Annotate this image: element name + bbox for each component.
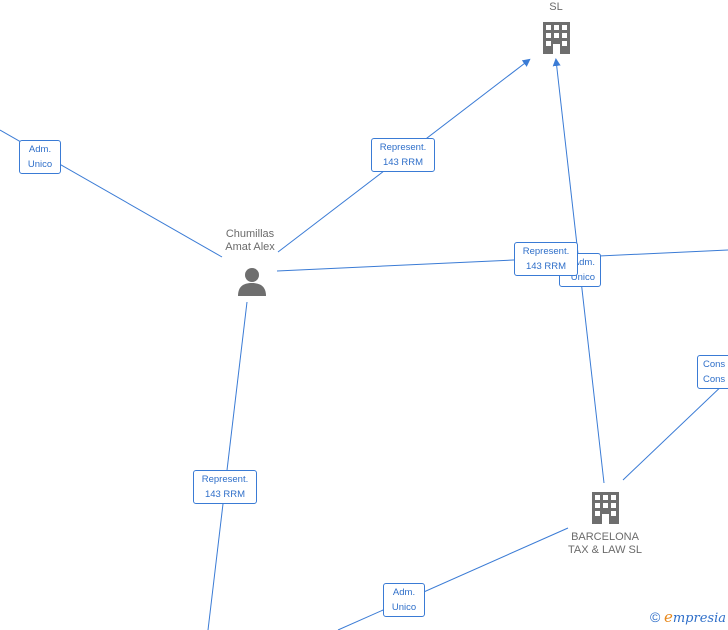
edge-label-line: Unico xyxy=(570,272,595,283)
node-label-company-top[interactable]: SL xyxy=(536,1,576,14)
node-label-company-bcn[interactable]: BARCELONA TAX & LAW SL xyxy=(550,531,660,557)
edge-label-line: Cons xyxy=(703,359,726,370)
edge-label-line: Represent. xyxy=(379,142,427,153)
node-label-line: BARCELONA xyxy=(571,531,639,543)
edge-label-line: Represent. xyxy=(201,474,249,485)
edge-bcn-lower xyxy=(337,527,569,630)
building-icon[interactable] xyxy=(590,490,621,524)
edge-label-represent[interactable]: Represent. 143 RRM xyxy=(371,138,435,172)
brand-logo-letter: e xyxy=(663,608,673,626)
person-icon[interactable] xyxy=(236,266,268,298)
edge-label-represent[interactable]: Represent. 143 RRM xyxy=(193,470,257,504)
edge-label-line: Cons xyxy=(703,374,726,385)
edge-label-represent[interactable]: Represent. 143 RRM xyxy=(514,242,578,276)
edge-label-line: Unico xyxy=(27,159,53,170)
edge-cons-right xyxy=(622,379,728,481)
brand-logo-text: mpresia xyxy=(672,611,726,626)
edge-label-line: Unico xyxy=(391,602,417,613)
edge-label-line: Represent. xyxy=(522,246,570,257)
edge-label-cons[interactable]: Cons Cons xyxy=(697,355,728,389)
building-icon[interactable] xyxy=(541,20,572,54)
edge-person-down xyxy=(207,301,248,630)
node-label-line: TAX & LAW SL xyxy=(568,544,642,556)
node-label-line: Amat Alex xyxy=(225,241,275,253)
edge-person-right xyxy=(276,249,728,272)
edge-label-line: 143 RRM xyxy=(204,489,246,500)
node-label-line: SL xyxy=(549,1,563,13)
edge-label-line: Adm. xyxy=(28,144,52,155)
edge-label-line: Adm. xyxy=(572,257,595,268)
brand-watermark: © empresia xyxy=(650,608,726,626)
edge-label-adm-unico[interactable]: Adm. Unico xyxy=(19,140,61,174)
copyright-symbol: © xyxy=(650,609,661,625)
node-label-line: Chumillas xyxy=(225,228,275,240)
node-label-person[interactable]: Chumillas Amat Alex xyxy=(205,228,295,254)
edge-label-line: Adm. xyxy=(392,587,416,598)
edge-label-line: 143 RRM xyxy=(382,157,424,168)
edge-label-line: 143 RRM xyxy=(525,261,567,272)
edge-label-adm-unico[interactable]: Adm. Unico xyxy=(383,583,425,617)
